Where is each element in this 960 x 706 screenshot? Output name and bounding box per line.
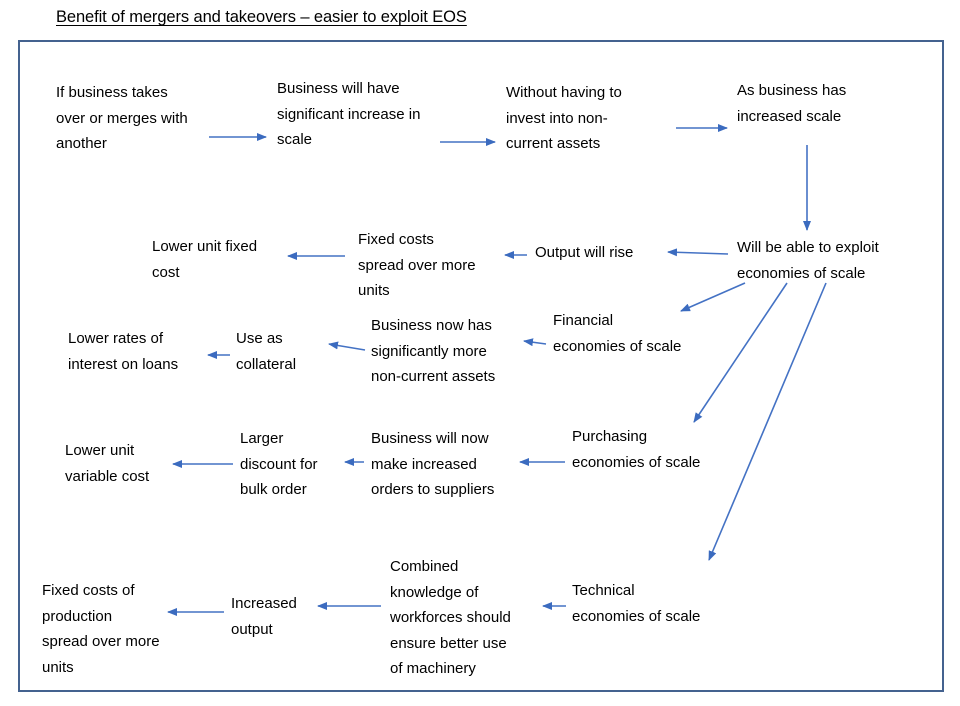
node-fixed-costs-spread: Fixed costs spread over more units (358, 231, 476, 299)
node-fixed-costs-production-spread: Fixed costs of production spread over mo… (42, 582, 160, 676)
node-exploit-economies-of-scale: Will be able to exploit economies of sca… (737, 239, 879, 282)
node-significant-increase-in-scale: Business will have significant increase … (277, 80, 421, 148)
node-increased-scale: As business has increased scale (737, 82, 847, 125)
node-more-non-current-assets: Business now has significantly more non-… (371, 317, 496, 385)
node-output-will-rise: Output will rise (535, 244, 634, 261)
node-larger-discount-bulk-order: Larger discount for bulk order (240, 430, 318, 498)
node-lower-rates-of-interest: Lower rates of interest on loans (68, 330, 179, 373)
node-without-investing: Without having to invest into non- curre… (506, 84, 622, 152)
page-title: Benefit of mergers and takeovers – easie… (56, 8, 467, 26)
node-purchasing-economies: Purchasing economies of scale (572, 428, 701, 471)
node-increased-orders-to-suppliers: Business will now make increased orders … (371, 430, 495, 498)
node-if-business-takes-over: If business takes over or merges with an… (56, 84, 188, 152)
node-combined-knowledge-workforces: Combined knowledge of workforces should … (390, 558, 511, 677)
node-technical-economies: Technical economies of scale (572, 582, 701, 625)
node-increased-output: Increased output (231, 595, 297, 638)
node-financial-economies: Financial economies of scale (553, 312, 682, 355)
node-lower-unit-variable-cost: Lower unit variable cost (65, 442, 150, 485)
node-lower-unit-fixed-cost: Lower unit fixed cost (152, 238, 258, 281)
diagram-frame-border (18, 40, 944, 692)
node-use-as-collateral: Use as collateral (236, 330, 297, 373)
